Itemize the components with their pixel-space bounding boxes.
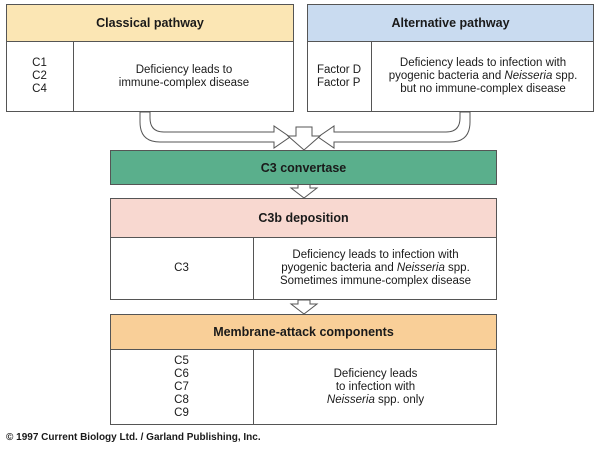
- membrane-attack-body: [110, 349, 497, 425]
- deposition-divider: [253, 237, 254, 300]
- classical-divider: [73, 41, 74, 112]
- membrane-components: C5 C6 C7 C8 C9: [110, 349, 253, 425]
- deposition-note-line: Sometimes immune-complex disease: [279, 275, 472, 287]
- alternative-divider: [371, 41, 372, 112]
- classical-note-line: immune-complex disease: [118, 76, 250, 89]
- membrane-note-line: Deficiency leads: [333, 367, 418, 380]
- classical-pathway-title: Classical pathway: [96, 16, 204, 30]
- membrane-note-line: Neisseria spp. only: [326, 393, 425, 406]
- deposition-note: Deficiency leads to infection with pyoge…: [254, 237, 497, 300]
- c3b-deposition-body: [110, 237, 497, 300]
- component-c7: C7: [174, 380, 189, 393]
- down-arrow: [289, 299, 319, 315]
- classical-components: C1 C2 C4: [6, 41, 73, 112]
- merge-arrow: [317, 111, 471, 149]
- classical-note-line: Deficiency leads to: [135, 63, 233, 76]
- component-c3: C3: [174, 262, 189, 274]
- deposition-note-line: Deficiency leads to infection with: [292, 249, 459, 261]
- component-c8: C8: [174, 393, 189, 406]
- down-arrow: [286, 126, 322, 151]
- c3b-deposition-title: C3b deposition: [258, 211, 349, 225]
- c3b-deposition-header: C3b deposition: [110, 198, 497, 238]
- alternative-note-line: but no immune-complex disease: [400, 83, 566, 95]
- component-factor-p: Factor P: [316, 76, 361, 89]
- deposition-component: C3: [110, 237, 253, 300]
- c3-convertase-title: C3 convertase: [260, 160, 347, 175]
- alternative-pathway-header: Alternative pathway: [307, 4, 594, 42]
- classical-note: Deficiency leads to immune-complex disea…: [74, 41, 294, 112]
- deposition-note-line: pyogenic bacteria and Neisseria spp.: [281, 262, 470, 274]
- alternative-note: Deficiency leads to infection with pyoge…: [372, 41, 594, 112]
- component-c6: C6: [174, 367, 189, 380]
- component-c1: C1: [32, 57, 47, 69]
- component-factor-d: Factor D: [316, 63, 362, 76]
- component-c2: C2: [32, 70, 47, 82]
- membrane-attack-header: Membrane-attack components: [110, 314, 497, 350]
- membrane-attack-title: Membrane-attack components: [213, 325, 394, 339]
- alternative-components: Factor D Factor P: [307, 41, 371, 112]
- membrane-note: Deficiency leads to infection with Neiss…: [254, 349, 497, 425]
- component-c5: C5: [174, 354, 189, 367]
- c3-convertase-box: C3 convertase: [110, 150, 497, 185]
- down-arrow: [289, 183, 319, 199]
- merge-arrow: [139, 111, 291, 149]
- component-c4: C4: [32, 83, 47, 95]
- copyright-footer: © 1997 Current Biology Ltd. / Garland Pu…: [6, 432, 261, 443]
- membrane-note-line: to infection with: [335, 380, 416, 393]
- classical-pathway-header: Classical pathway: [6, 4, 294, 42]
- alternative-pathway-body: [307, 41, 594, 112]
- alternative-note-line: Deficiency leads to infection with: [399, 57, 567, 69]
- alternative-note-line: pyogenic bacteria and Neisseria spp.: [388, 70, 578, 82]
- membrane-divider: [253, 349, 254, 425]
- alternative-pathway-title: Alternative pathway: [391, 16, 510, 30]
- component-c9: C9: [174, 406, 189, 419]
